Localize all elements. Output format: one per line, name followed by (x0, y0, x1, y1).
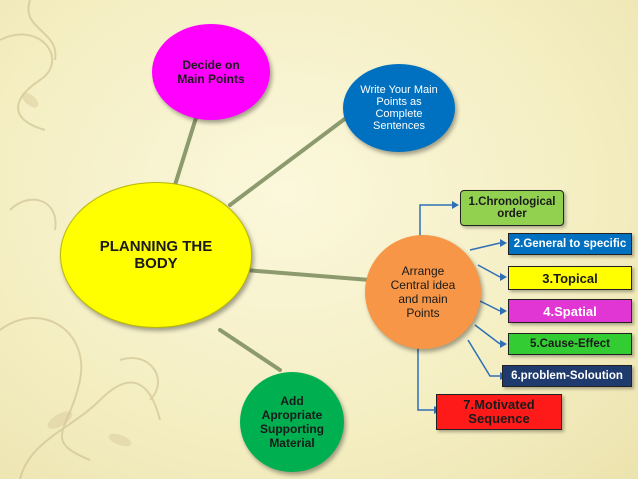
pattern-motivated-sequence: 7.Motivated Sequence (436, 394, 562, 430)
pattern-cause-effect: 5.Cause-Effect (508, 333, 632, 355)
pattern-label: 4.Spatial (543, 303, 597, 319)
center-node: PLANNING THE BODY (60, 182, 252, 328)
pattern-chronological: 1.Chronological order (460, 190, 564, 226)
node-arrange-label: Arrange Central idea and main Points (390, 264, 456, 320)
node-add-supporting-material: Add Apropriate Supporting Material (240, 372, 344, 472)
pattern-label: 3.Topical (542, 270, 598, 286)
node-decide-label: Decide on Main Points (177, 58, 245, 86)
node-write-main-points: Write Your Main Points as Complete Sente… (343, 64, 455, 152)
pattern-topical: 3.Topical (508, 266, 632, 290)
pattern-spatial: 4.Spatial (508, 299, 632, 323)
pattern-label: 6.problem-Soloution (511, 370, 623, 382)
node-write-label: Write Your Main Points as Complete Sente… (360, 84, 438, 132)
pattern-general-to-specific: 2.General to specific (508, 233, 632, 255)
node-add-label: Add Apropriate Supporting Material (260, 394, 324, 450)
pattern-problem-solution: 6.problem-Soloution (502, 365, 632, 387)
pattern-label: 5.Cause-Effect (530, 338, 610, 350)
pattern-label: 1.Chronological order (468, 196, 556, 220)
node-arrange: Arrange Central idea and main Points (365, 235, 481, 349)
node-decide-main-points: Decide on Main Points (152, 24, 270, 120)
center-label: PLANNING THE BODY (99, 238, 213, 272)
pattern-label: 7.Motivated Sequence (463, 396, 535, 426)
pattern-label: 2.General to specific (513, 238, 627, 250)
